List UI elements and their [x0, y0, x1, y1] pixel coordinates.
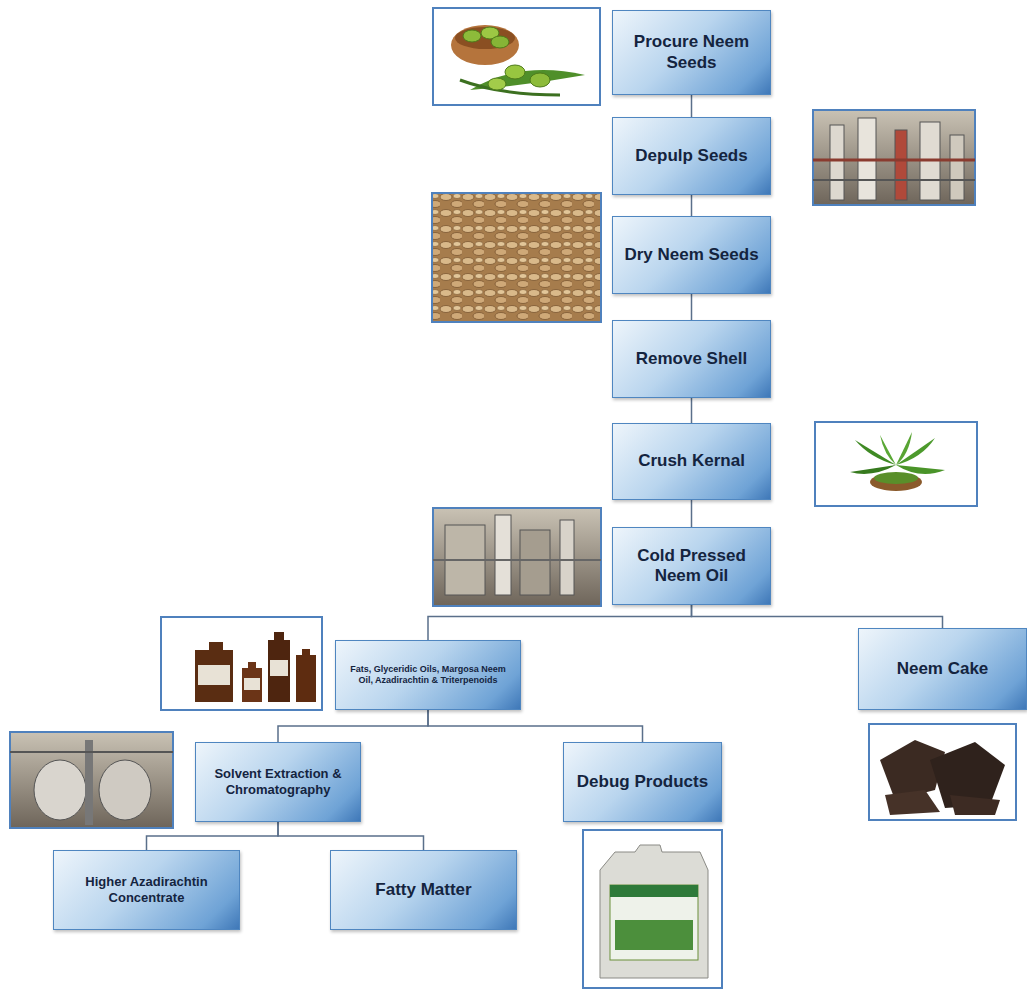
process-box: Solvent Extraction & Chromatography [195, 742, 361, 822]
process-box: Neem Cake [858, 628, 1027, 710]
connector-line [691, 398, 693, 423]
debug-jug-picture [583, 830, 722, 988]
neem-fruit-picture [433, 8, 600, 105]
connector-line [691, 500, 693, 527]
factory-picture [813, 110, 975, 205]
box-label: Debug Products [577, 772, 708, 792]
box-label: Neem Cake [897, 659, 989, 679]
box-label: Fatty Matter [375, 880, 471, 900]
connector-line [691, 95, 693, 117]
process-box: Debug Products [563, 742, 722, 822]
process-box: Remove Shell [612, 320, 771, 398]
connector-line [692, 605, 943, 628]
dried-seeds-picture [432, 193, 601, 322]
box-label: Crush Kernal [638, 451, 745, 471]
neem-cake-picture [869, 724, 1016, 820]
connector-line [691, 294, 693, 320]
box-label: Dry Neem Seeds [624, 245, 758, 265]
box-label: Remove Shell [636, 349, 748, 369]
box-label: Cold Pressed Neem Oil [621, 546, 762, 587]
factory-picture [10, 732, 173, 828]
box-label: Solvent Extraction & Chromatography [204, 766, 352, 797]
neem-leaves-picture [815, 422, 977, 506]
connector-line [147, 822, 279, 850]
connector-line [428, 710, 643, 742]
process-box: Cold Pressed Neem Oil [612, 527, 771, 605]
process-box: Higher Azadirachtin Concentrate [53, 850, 240, 930]
connector-line [428, 605, 692, 640]
connector-line [691, 195, 693, 216]
oil-bottles-picture [161, 617, 322, 710]
process-box: Crush Kernal [612, 423, 771, 500]
process-box: Fats, Glyceridic Oils, Margosa Neem Oil,… [335, 640, 521, 710]
factory-picture [433, 508, 601, 606]
process-box: Dry Neem Seeds [612, 216, 771, 294]
box-label: Higher Azadirachtin Concentrate [62, 874, 231, 905]
box-label: Fats, Glyceridic Oils, Margosa Neem Oil,… [344, 664, 512, 686]
process-box: Fatty Matter [330, 850, 517, 930]
box-label: Procure Neem Seeds [621, 32, 762, 73]
process-box: Procure Neem Seeds [612, 10, 771, 95]
connector-line [278, 710, 428, 742]
process-box: Depulp Seeds [612, 117, 771, 195]
connector-line [278, 822, 424, 850]
box-label: Depulp Seeds [635, 146, 747, 166]
